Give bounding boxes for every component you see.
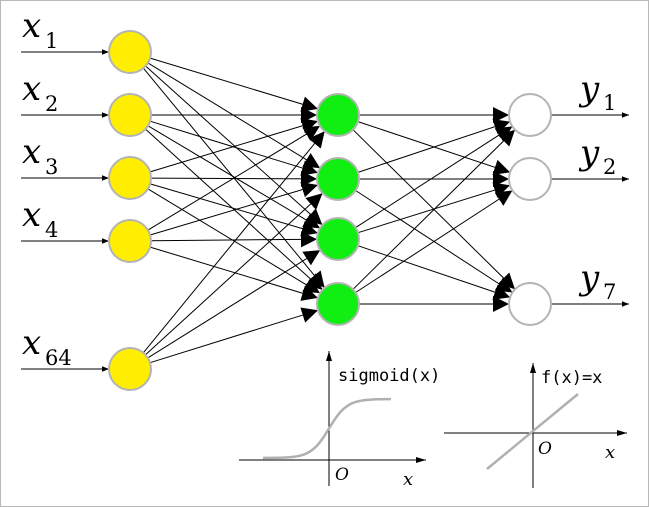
output-label-0-var: y xyxy=(578,69,600,109)
input-node-2 xyxy=(108,156,152,200)
edge-input-3-hidden-1 xyxy=(149,181,319,236)
sigmoid-origin-label: O xyxy=(335,465,349,485)
input-label-0-sub: 1 xyxy=(45,29,58,53)
input-label-2-var: x xyxy=(22,132,41,172)
hidden-node-1 xyxy=(316,157,360,201)
edge-input-4-hidden-2 xyxy=(147,249,321,359)
hidden-node-2 xyxy=(316,217,360,261)
output-label-1-var: y xyxy=(578,133,600,173)
network-nodes xyxy=(108,30,552,391)
hidden-node-3 xyxy=(316,282,360,326)
edge-input-0-hidden-2 xyxy=(145,65,323,226)
output-label-2-var: y xyxy=(578,258,600,298)
identity-x-label: x xyxy=(605,442,615,463)
input-node-3 xyxy=(108,219,152,263)
sigmoid-curve xyxy=(262,397,391,460)
input-label-1-sub: 2 xyxy=(45,92,58,116)
edge-input-2-hidden-0 xyxy=(149,118,319,173)
edge-input-2-hidden-2 xyxy=(150,183,318,237)
input-label-0-var: x xyxy=(22,6,41,46)
sigmoid-plot: sigmoid(x) O x xyxy=(239,351,440,490)
input-label-3-var: x xyxy=(22,195,41,235)
input-label-2-sub: 3 xyxy=(45,155,58,179)
input-node-1 xyxy=(108,93,152,137)
edge-input-3-hidden-3 xyxy=(149,246,319,301)
edge-input-0-hidden-0 xyxy=(149,57,319,112)
input-label-4-sub: 64 xyxy=(45,346,72,370)
edge-input-1-hidden-2 xyxy=(147,125,321,229)
edge-input-4-hidden-0 xyxy=(142,130,326,354)
edge-hidden-3-output-0 xyxy=(352,129,516,290)
output-node-2 xyxy=(508,282,552,326)
edge-hidden-1-output-0 xyxy=(357,119,511,173)
edge-hidden-3-output-1 xyxy=(355,190,513,293)
identity-line xyxy=(486,393,579,470)
input-label-3-sub: 4 xyxy=(45,218,58,242)
connection-edges xyxy=(142,57,516,364)
identity-origin-label: O xyxy=(538,439,552,459)
edge-input-4-hidden-3 xyxy=(149,307,319,364)
output-label-2-sub: 7 xyxy=(603,280,616,304)
hidden-node-0 xyxy=(316,93,360,137)
sigmoid-label: sigmoid(x) xyxy=(338,366,440,386)
edge-input-3-hidden-2 xyxy=(150,231,318,248)
sigmoid-x-label: x xyxy=(403,469,413,490)
input-label-1-var: x xyxy=(22,69,41,109)
input-node-4 xyxy=(108,347,152,391)
identity-label: f(x)=x xyxy=(541,368,602,388)
edge-input-4-hidden-1 xyxy=(145,192,323,356)
output-node-0 xyxy=(508,93,552,137)
edge-hidden-2-output-2 xyxy=(357,245,511,300)
input-label-4-var: x xyxy=(22,323,41,363)
input-node-0 xyxy=(108,30,152,74)
identity-plot: f(x)=x O x xyxy=(444,363,627,488)
edge-input-2-hidden-3 xyxy=(147,188,321,294)
output-node-1 xyxy=(508,157,552,201)
output-label-0-sub: 1 xyxy=(603,91,616,115)
edge-hidden-2-output-0 xyxy=(355,125,513,229)
io-arrows xyxy=(21,49,629,372)
edge-input-3-hidden-0 xyxy=(147,125,321,231)
output-label-1-sub: 2 xyxy=(603,155,616,179)
